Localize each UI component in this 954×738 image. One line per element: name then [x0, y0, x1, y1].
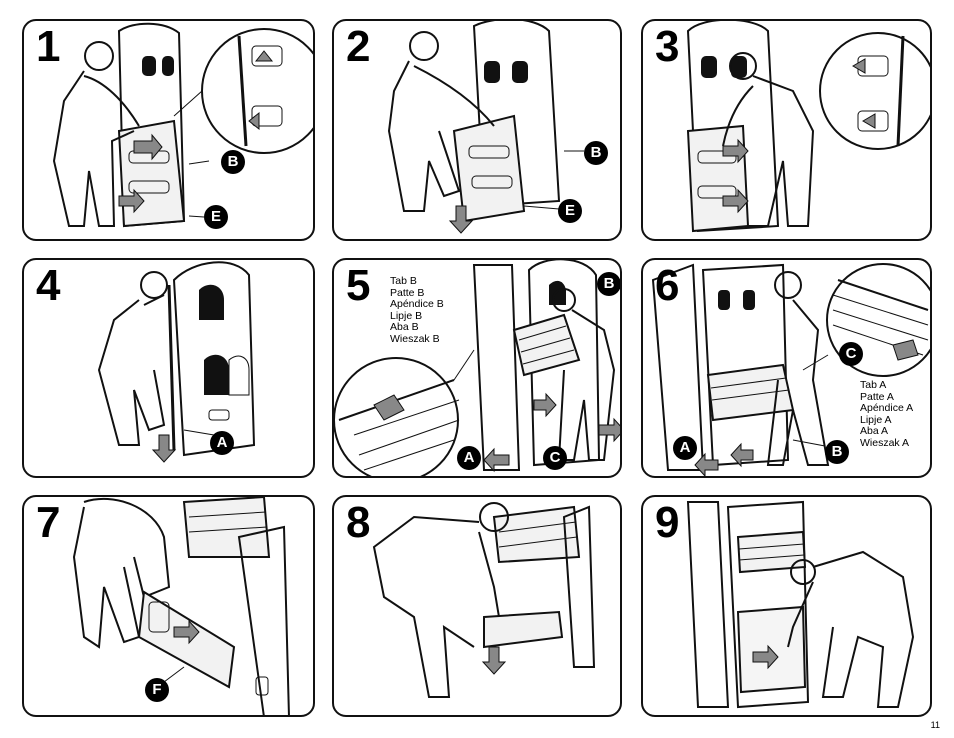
part-label-e: E	[558, 199, 582, 223]
step-number: 5	[346, 261, 371, 310]
tab-text-line: Patte A	[860, 390, 894, 403]
tab-text-line: Apéndice B	[390, 298, 444, 310]
tab-text-line: Apéndice A	[860, 402, 914, 414]
step-number: 7	[36, 498, 61, 547]
step-2-illustration	[387, 21, 584, 234]
part-label-b: B	[584, 141, 608, 165]
tab-text-line: Tab B	[390, 275, 417, 287]
tab-text-line: Patte B	[390, 286, 425, 299]
step-number: 2	[346, 22, 371, 71]
step-1-panel: 1 B E	[22, 19, 315, 241]
step-9-illustration	[686, 500, 915, 709]
step-3-illustration	[686, 21, 930, 233]
step-8-panel: 8	[332, 495, 622, 717]
step-number: 1	[36, 22, 61, 71]
part-label-c: C	[543, 446, 567, 470]
step-5-panel: 5 Tab B Patte B Apéndice B Lipje B Aba B…	[332, 258, 622, 478]
part-label-b: B	[221, 150, 245, 174]
step-1-illustration	[52, 22, 313, 228]
step-4-illustration	[97, 261, 256, 463]
part-label-c: C	[839, 342, 863, 366]
step-number: 3	[655, 22, 680, 71]
tab-text-line: Tab A	[860, 379, 887, 391]
part-label-f: F	[145, 678, 169, 702]
page-number: 11	[930, 720, 940, 730]
step-number: 6	[655, 261, 680, 310]
part-label-a: A	[457, 446, 481, 470]
part-label-a: A	[210, 431, 234, 455]
tab-text-line: Lipje B	[390, 309, 423, 322]
tab-text-line: Aba A	[860, 425, 889, 437]
tab-a-multilingual-label: Tab A Patte A Apéndice A Lipje A Aba A W…	[860, 379, 914, 449]
part-label-a: A	[673, 436, 697, 460]
step-number: 8	[346, 498, 371, 547]
step-5-illustration	[334, 260, 620, 476]
part-label-b: B	[825, 440, 849, 464]
step-4-panel: 4 A	[22, 258, 315, 478]
step-2-panel: 2 B E	[332, 19, 622, 241]
part-label-e: E	[204, 205, 228, 229]
step-number: 4	[36, 261, 61, 310]
step-8-illustration	[372, 502, 596, 698]
tab-b-multilingual-label: Tab B Patte B Apéndice B Lipje B Aba B W…	[390, 275, 444, 345]
step-7-illustration	[72, 497, 290, 715]
step-9-panel: 9	[641, 495, 932, 717]
step-number: 9	[655, 498, 680, 547]
step-6-panel: 6 Tab A Patte A Apéndice A Lipje A Aba A…	[641, 258, 932, 478]
part-label-b: B	[597, 272, 620, 296]
tab-text-line: Wieszak A	[860, 436, 910, 449]
tab-text-line: Lipje A	[860, 413, 892, 426]
tab-text-line: Aba B	[390, 321, 419, 333]
tab-text-line: Wieszak B	[390, 332, 440, 345]
step-3-panel: 3	[641, 19, 932, 241]
step-7-panel: 7 F	[22, 495, 315, 717]
